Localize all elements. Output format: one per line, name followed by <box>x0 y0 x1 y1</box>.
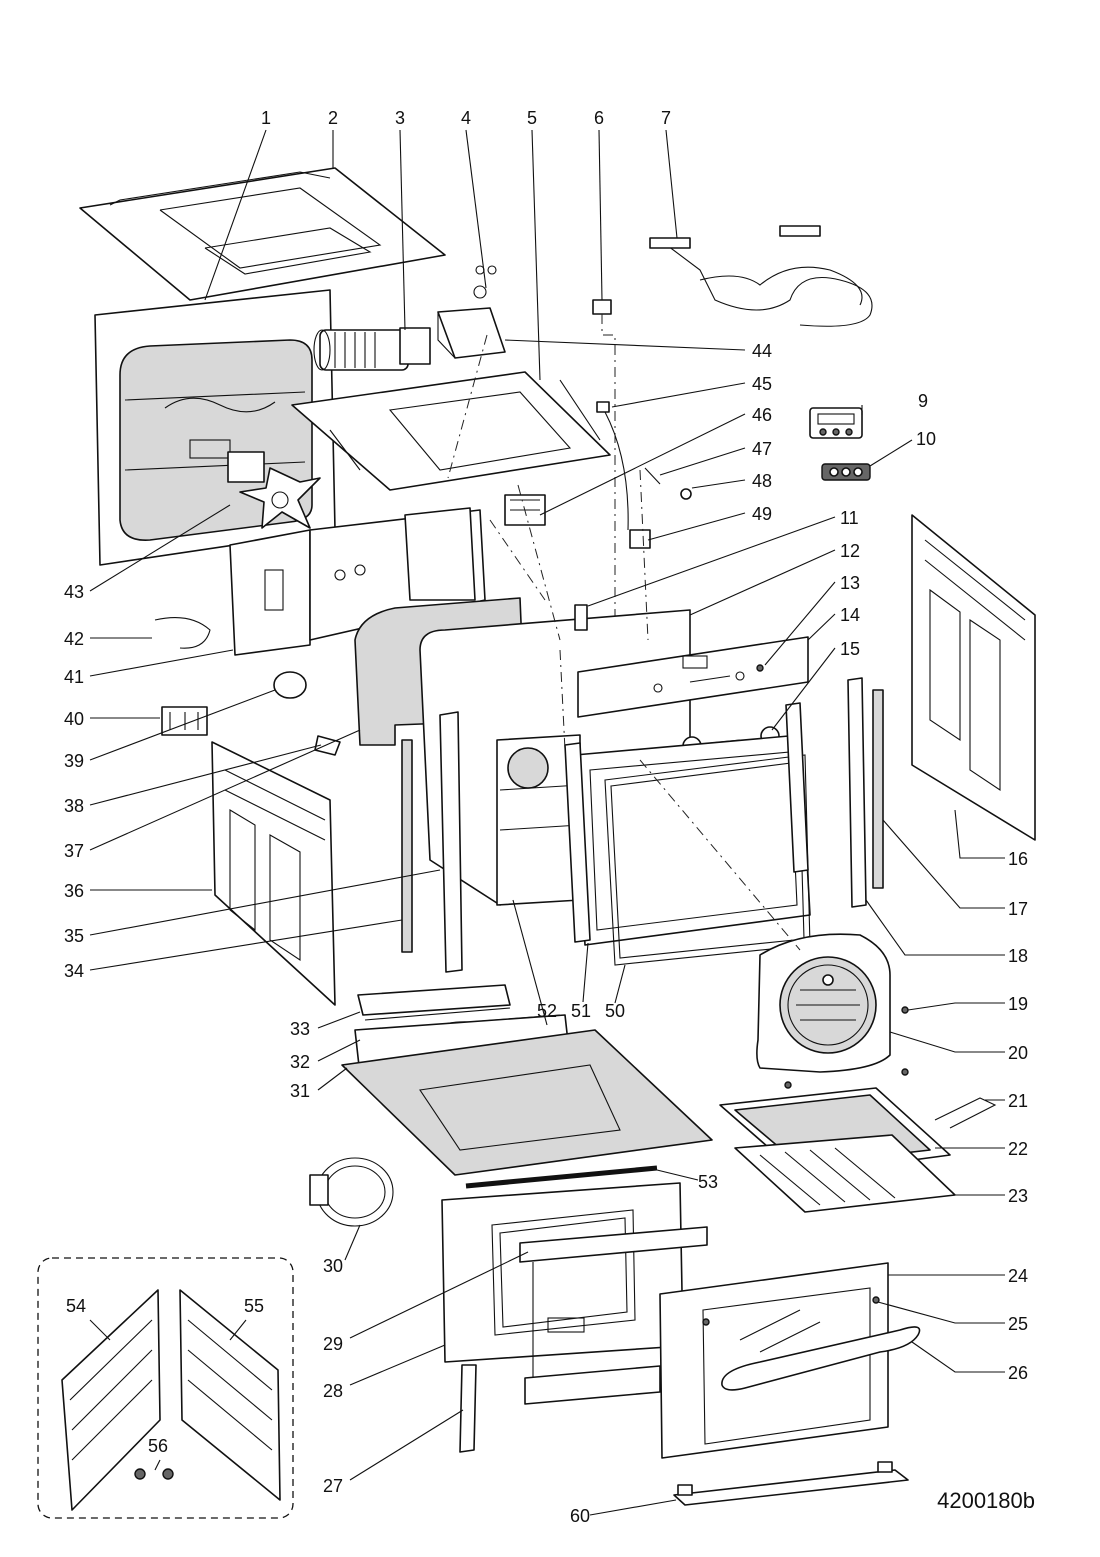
callout-3: 3 <box>395 108 405 128</box>
callout-26: 26 <box>1008 1363 1028 1383</box>
drawing-reference: 4200180b <box>937 1488 1035 1513</box>
callout-22: 22 <box>1008 1139 1028 1159</box>
callout-numbers: 1 2 3 4 5 6 7 9 10 11 12 13 14 15 16 17 … <box>64 108 1035 1526</box>
part-trim-strips <box>401 689 884 953</box>
part-door-inner <box>441 1182 684 1363</box>
part-electrical-small <box>161 671 341 756</box>
callout-37: 37 <box>64 841 84 861</box>
callout-46: 46 <box>752 405 772 425</box>
part-thermostat <box>592 299 616 640</box>
callout-49: 49 <box>752 504 772 524</box>
part-right-side-panel <box>911 514 1036 841</box>
callout-27: 27 <box>323 1476 343 1496</box>
callout-9: 9 <box>918 391 928 411</box>
part-door-brackets <box>459 1226 708 1453</box>
callout-20: 20 <box>1008 1043 1028 1063</box>
callout-47: 47 <box>752 439 772 459</box>
callout-1: 1 <box>261 108 271 128</box>
part-grey-tray <box>341 1029 713 1176</box>
callout-39: 39 <box>64 751 84 771</box>
callout-55: 55 <box>244 1296 264 1316</box>
callout-13: 13 <box>840 573 860 593</box>
part-fan-blade <box>227 451 321 529</box>
callout-48: 48 <box>752 471 772 491</box>
part-left-side-panel <box>211 741 336 1006</box>
callout-42: 42 <box>64 629 84 649</box>
callout-43: 43 <box>64 582 84 602</box>
callout-12: 12 <box>840 541 860 561</box>
callout-52: 52 <box>537 1001 557 1021</box>
callout-50: 50 <box>605 1001 625 1021</box>
callout-28: 28 <box>323 1381 343 1401</box>
part-fan-housing-panel <box>229 507 486 656</box>
callout-5: 5 <box>527 108 537 128</box>
callout-17: 17 <box>1008 899 1028 919</box>
callout-33: 33 <box>290 1019 310 1039</box>
callout-19: 19 <box>1008 994 1028 1014</box>
callout-11: 11 <box>840 508 859 528</box>
part-button-block <box>821 463 871 481</box>
callout-6: 6 <box>594 108 604 128</box>
callout-56: 56 <box>148 1436 168 1456</box>
callout-36: 36 <box>64 881 84 901</box>
callout-60: 60 <box>570 1506 590 1526</box>
part-circular-element <box>309 1157 394 1227</box>
callout-53: 53 <box>698 1172 718 1192</box>
leader-lines <box>89 129 1005 1516</box>
part-cable <box>154 617 211 649</box>
callout-38: 38 <box>64 796 84 816</box>
callout-4: 4 <box>461 108 471 128</box>
part-support-frame <box>291 371 611 491</box>
callout-40: 40 <box>64 709 84 729</box>
callout-24: 24 <box>1008 1266 1028 1286</box>
callout-35: 35 <box>64 926 84 946</box>
part-door-handle <box>702 1296 921 1391</box>
callout-34: 34 <box>64 961 84 981</box>
part-side-rails <box>439 677 867 973</box>
callout-18: 18 <box>1008 946 1028 966</box>
callout-41: 41 <box>64 667 84 687</box>
callout-30: 30 <box>323 1256 343 1276</box>
callout-44: 44 <box>752 341 772 361</box>
callout-23: 23 <box>1008 1186 1028 1206</box>
callout-31: 31 <box>290 1081 310 1101</box>
callout-21: 21 <box>1008 1091 1028 1111</box>
part-fan-cover <box>756 933 891 1073</box>
inset-side-panels <box>37 1257 294 1519</box>
callout-54: 54 <box>66 1296 86 1316</box>
callout-10: 10 <box>916 429 936 449</box>
callout-15: 15 <box>840 639 860 659</box>
part-seal-strip <box>465 1165 658 1189</box>
part-screws <box>784 1006 909 1089</box>
part-side-bracket <box>934 1097 997 1129</box>
callout-14: 14 <box>840 605 860 625</box>
part-rear-panel <box>94 289 336 566</box>
part-front-frame <box>574 734 811 946</box>
callout-51: 51 <box>571 1001 591 1021</box>
callout-32: 32 <box>290 1052 310 1072</box>
callout-25: 25 <box>1008 1314 1028 1334</box>
part-grill-element <box>649 225 873 327</box>
part-cooling-fan <box>313 327 431 371</box>
callout-2: 2 <box>328 108 338 128</box>
callout-29: 29 <box>323 1334 343 1354</box>
part-module-box <box>437 265 506 359</box>
part-control-panel <box>577 636 809 718</box>
callout-16: 16 <box>1008 849 1028 869</box>
part-timer <box>809 407 863 439</box>
assembly-guides <box>447 334 801 951</box>
callout-7: 7 <box>661 108 671 128</box>
part-top-cover <box>79 167 446 301</box>
part-bottom-trim <box>673 1461 909 1506</box>
callout-45: 45 <box>752 374 772 394</box>
